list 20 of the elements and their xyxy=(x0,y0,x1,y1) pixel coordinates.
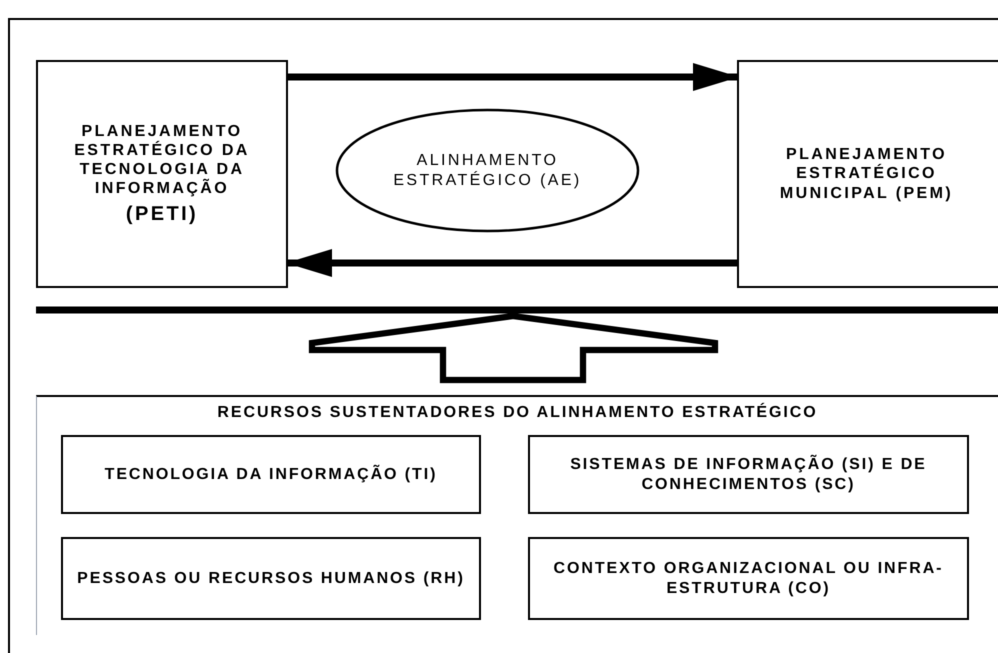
resource-box xyxy=(528,537,969,620)
ellipse-node xyxy=(335,108,640,233)
abbreviation-label: (PETI) xyxy=(124,202,200,226)
node-label: TECNOLOGIA DA INFORMAÇÃO (TI) xyxy=(104,464,438,484)
process-box xyxy=(737,60,998,288)
node-label: ALINHAMENTO ESTRATÉGICO (AE) xyxy=(392,151,583,190)
arrow xyxy=(288,63,739,91)
node-label: PLANEJAMENTO ESTRATÉGICO DA TECNOLOGIA DA INFORMAÇÃO xyxy=(73,122,251,198)
node-label: PESSOAS OU RECURSOS HUMANOS (RH) xyxy=(76,568,466,588)
process-box xyxy=(36,60,288,288)
resource-box xyxy=(61,537,481,620)
node-label: SISTEMAS DE INFORMAÇÃO (SI) E DE CONHECIMENTOS (SC) xyxy=(569,454,928,494)
node-label: CONTEXTO ORGANIZACIONAL OU INFRA-ESTRUTURA (CO) xyxy=(552,558,944,598)
section-heading: RECURSOS SUSTENTADORES DO ALINHAMENTO ESTRATÉGICO xyxy=(216,403,819,422)
node-label: PLANEJAMENTO ESTRATÉGICO MUNICIPAL (PEM) xyxy=(778,145,954,203)
block-arrow xyxy=(308,312,718,384)
resource-box xyxy=(528,435,969,514)
resource-box xyxy=(61,435,481,514)
section-panel xyxy=(36,395,998,635)
arrow xyxy=(286,249,737,277)
